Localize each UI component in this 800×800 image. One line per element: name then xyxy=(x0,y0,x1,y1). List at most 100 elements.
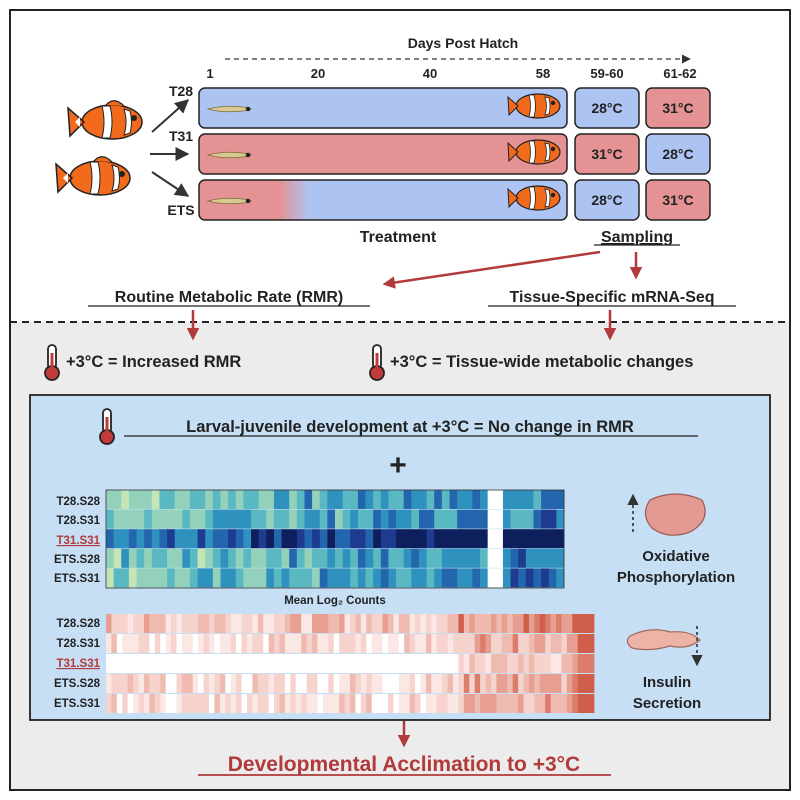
heatmap-cell xyxy=(463,694,470,713)
heatmap-cell xyxy=(495,568,504,588)
heatmap-cell xyxy=(457,529,466,549)
heatmap-cell xyxy=(327,509,336,529)
heatmap-cell xyxy=(510,509,519,529)
heatmap-cell xyxy=(304,548,313,568)
heatmap-cell xyxy=(295,694,302,713)
heatmap-cell xyxy=(480,509,489,529)
heatmap-cell xyxy=(258,548,267,568)
heatmap-cell xyxy=(496,634,503,653)
heatmap-cell xyxy=(312,674,318,693)
heatmap-cell xyxy=(121,548,130,568)
heatmap-cell xyxy=(403,568,412,588)
heatmap-cell xyxy=(469,674,476,693)
heatmap-cell xyxy=(431,654,438,673)
heatmap-cell xyxy=(525,548,534,568)
heatmap-cell xyxy=(431,694,438,713)
heatmap-cell xyxy=(556,694,562,713)
heatmap-cell xyxy=(122,634,129,653)
heatmap-cell xyxy=(328,634,335,653)
row-label-highlight: T31.S31 xyxy=(57,535,101,547)
heatmap-cell xyxy=(251,568,260,588)
heatmap-cell xyxy=(284,614,291,633)
heatmap-cell xyxy=(187,694,194,713)
heatmap-cell xyxy=(241,614,248,633)
heatmap-cell xyxy=(111,694,118,713)
heatmap-cell xyxy=(371,634,378,653)
insulin-label-2: Secretion xyxy=(633,695,701,712)
heatmap-cell xyxy=(295,654,302,673)
heatmap-cell xyxy=(214,694,221,713)
heatmap-cell xyxy=(144,568,153,588)
heatmap-cell xyxy=(266,568,275,588)
heatmap-cell xyxy=(396,568,405,588)
heatmap-cell xyxy=(116,614,123,633)
heatmap-cell xyxy=(496,674,503,693)
heatmap-cell xyxy=(273,490,282,509)
treatment-bar-t31 xyxy=(198,133,568,175)
heatmap-cell xyxy=(319,568,328,588)
heatmap-cell xyxy=(404,634,411,653)
heatmap-cell xyxy=(289,548,298,568)
heatmap-cell xyxy=(512,674,519,693)
heatmap-cell xyxy=(355,634,362,653)
heatmap-cell xyxy=(289,529,298,549)
sampling-box-t28-2 xyxy=(645,87,711,129)
heatmap-cell xyxy=(398,674,405,693)
heatmap-cell xyxy=(106,548,115,568)
heatmap-cell xyxy=(373,568,382,588)
heatmap-cell xyxy=(273,529,282,549)
heatmap-cell xyxy=(214,634,221,653)
heatmap-cell xyxy=(442,694,448,713)
heatmap-cell xyxy=(365,529,374,549)
heatmap-cell xyxy=(306,634,313,653)
heatmap-cell xyxy=(360,674,367,693)
heatmap-cell xyxy=(312,568,321,588)
heatmap-cell xyxy=(138,694,145,713)
heatmap-cell xyxy=(528,654,535,673)
heatmap-cell xyxy=(396,548,405,568)
heatmap-insulin-row-labels: T28.S28 T28.S31 T31.S31 ETS.S28 ETS.S31 xyxy=(54,618,101,710)
heatmap-cell xyxy=(289,568,298,588)
heatmap-cell xyxy=(464,568,473,588)
heatmap-cell xyxy=(266,509,275,529)
row-label: ETS.S31 xyxy=(54,573,101,585)
heatmap-cell xyxy=(398,614,405,633)
heatmap-cell xyxy=(495,529,504,549)
heatmap-cell xyxy=(279,614,286,633)
heatmap-cell xyxy=(496,614,503,633)
heatmap-cell xyxy=(512,654,519,673)
heatmap-cell xyxy=(449,509,458,529)
heatmap-cell xyxy=(441,490,450,509)
heatmap-cell xyxy=(588,694,595,713)
heatmap-cell xyxy=(127,654,134,673)
heatmap-cell xyxy=(449,568,458,588)
heatmap-cell xyxy=(415,634,421,653)
heatmap-cell xyxy=(572,694,579,713)
heatmap-cell xyxy=(545,614,552,633)
heatmap-cell xyxy=(268,694,275,713)
heatmap-cell xyxy=(556,654,562,673)
thermometer-icon xyxy=(369,344,385,381)
heatmap-cell xyxy=(572,614,579,633)
heatmap-cell xyxy=(501,614,508,633)
heatmap-cell xyxy=(539,654,546,673)
heatmap-cell xyxy=(518,614,524,633)
heatmap-cell xyxy=(577,654,584,673)
heatmap-cell xyxy=(241,634,248,653)
heatmap-cell xyxy=(192,654,199,673)
heatmap-cell xyxy=(588,654,595,673)
heatmap-cell xyxy=(246,634,253,653)
heatmap-cell xyxy=(243,568,252,588)
heatmap-cell xyxy=(121,568,130,588)
heatmap-cell xyxy=(322,694,329,713)
heatmap-cell xyxy=(548,509,557,529)
heatmap-cell xyxy=(458,674,465,693)
arrow-to-t28 xyxy=(151,99,190,133)
heatmap-cell xyxy=(176,674,183,693)
heatmap-cell xyxy=(335,568,344,588)
heatmap-cell xyxy=(328,674,335,693)
heatmap-cell xyxy=(534,674,541,693)
heatmap-cell xyxy=(404,674,411,693)
heatmap-cell xyxy=(187,614,194,633)
